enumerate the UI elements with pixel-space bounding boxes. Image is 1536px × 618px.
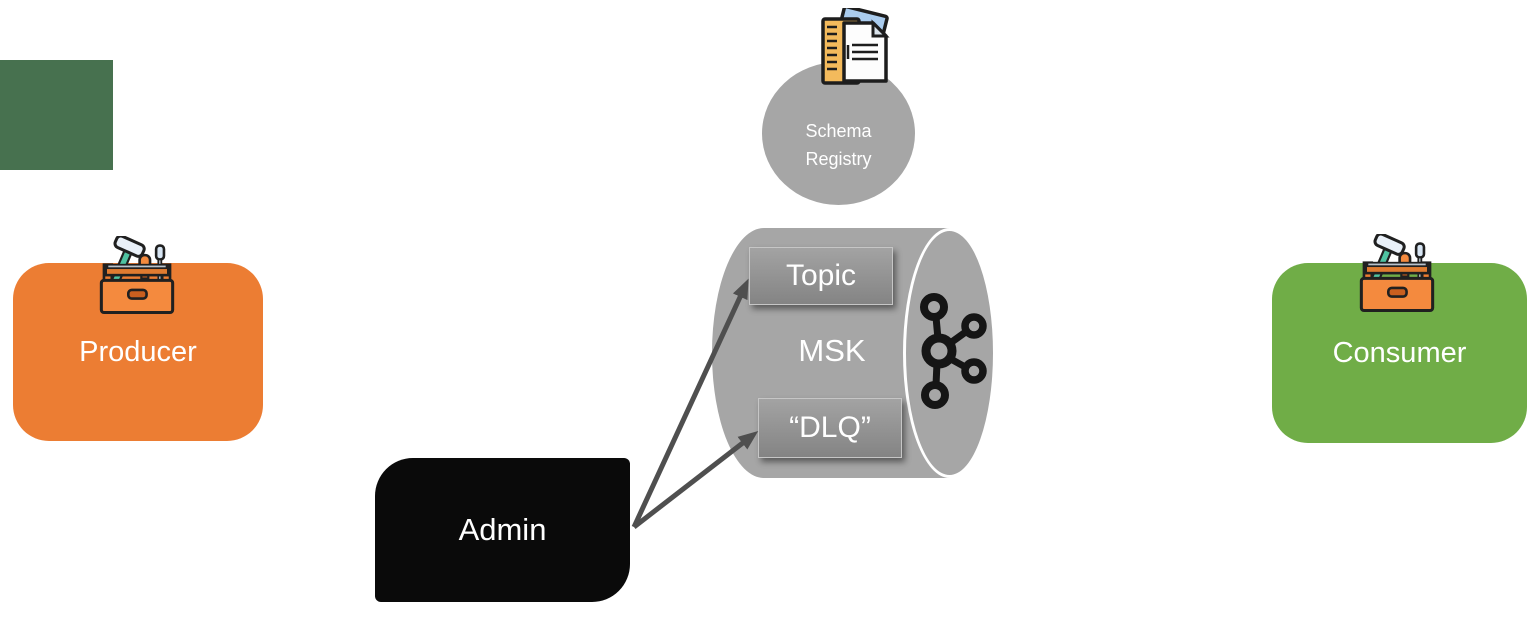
- msk-label: MSK: [798, 333, 866, 368]
- schema-registry-node: Schema Registry: [762, 62, 915, 205]
- green-rectangle: [0, 60, 113, 170]
- toolbox-icon: [99, 236, 175, 315]
- schema-registry-label-line1: Schema: [805, 121, 872, 141]
- admin-label: Admin: [458, 512, 547, 547]
- topic-label: Topic: [785, 259, 857, 292]
- topic-box: Topic: [749, 247, 893, 305]
- schema-registry-label-line2: Registry: [805, 149, 872, 169]
- consumer-label: Consumer: [1332, 336, 1467, 369]
- dlq-label: “DLQ”: [789, 411, 871, 444]
- documents-icon: [821, 8, 890, 85]
- dlq-box: “DLQ”: [758, 398, 902, 458]
- admin-node: Admin: [375, 458, 630, 602]
- admin-to-dlq-arrow: [632, 430, 759, 529]
- msk-cylinder-endcap: [903, 228, 996, 478]
- kafka-logo-icon: [920, 293, 987, 409]
- producer-label: Producer: [79, 335, 197, 368]
- toolbox-icon: [1359, 234, 1435, 313]
